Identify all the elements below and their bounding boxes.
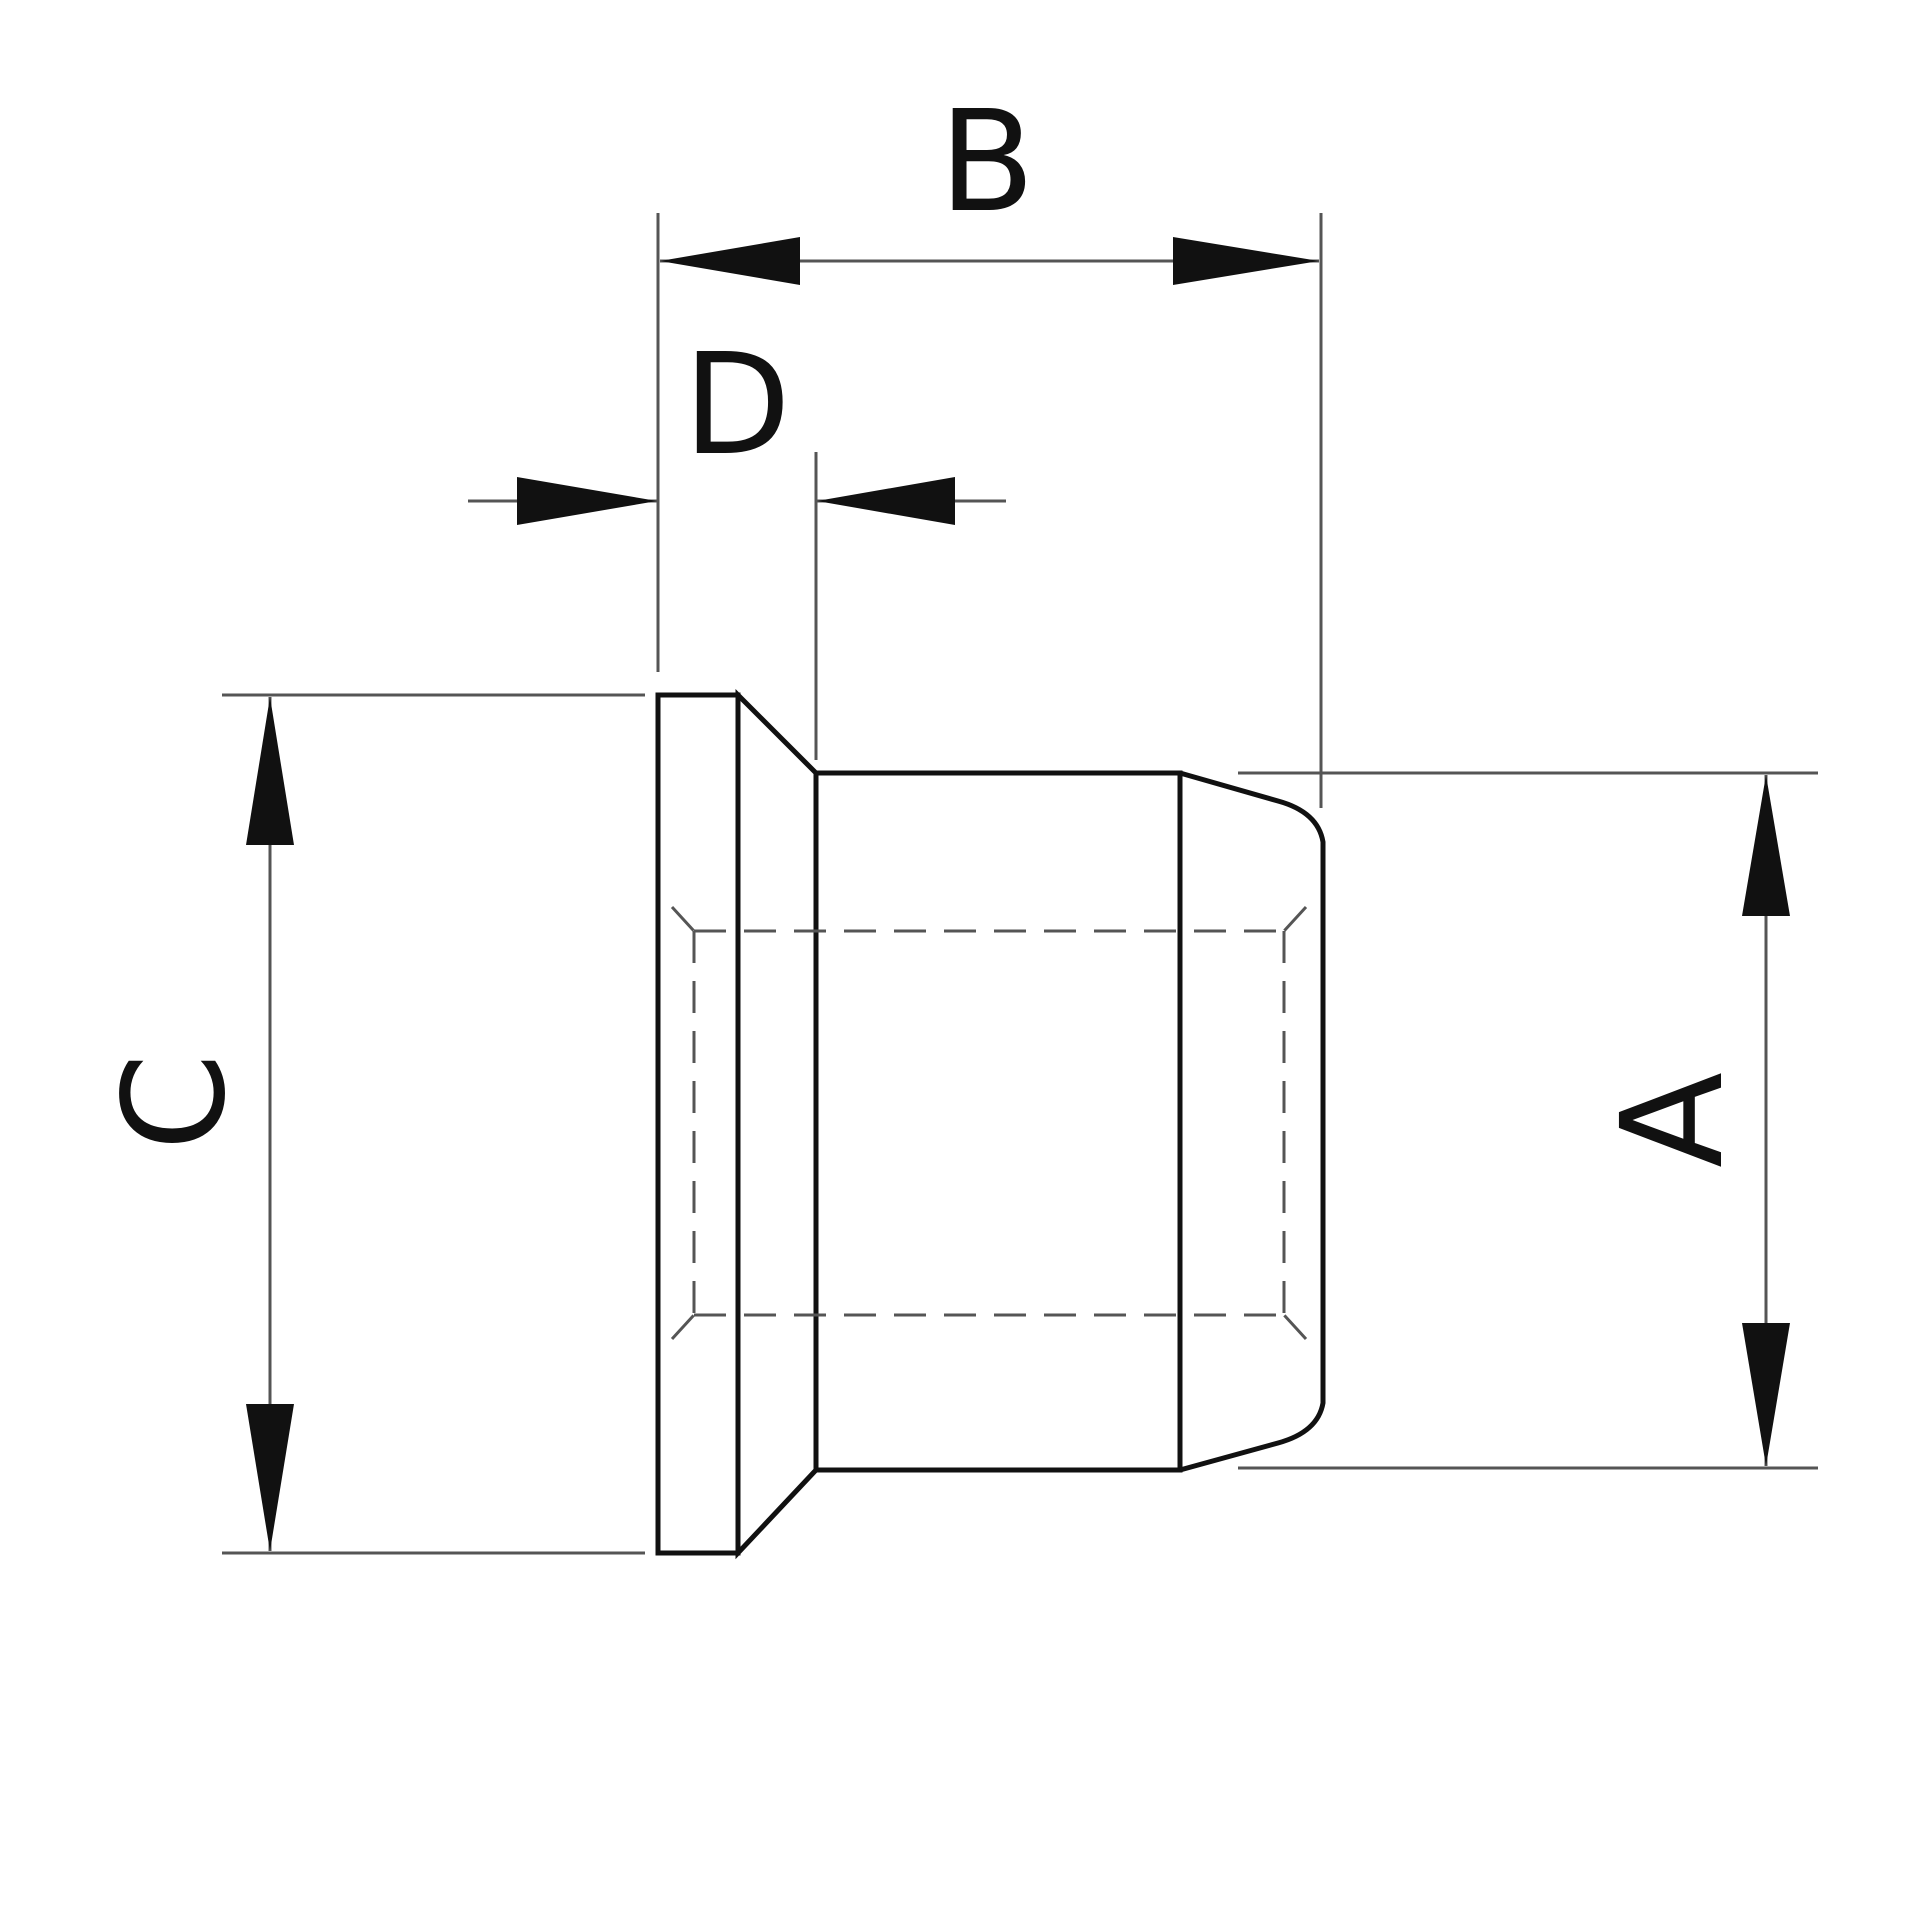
arrow-b-left	[660, 237, 800, 285]
arrow-c-top	[246, 697, 294, 845]
flange	[655, 692, 741, 1556]
bore-chamfer-br	[1282, 1313, 1308, 1341]
arrow-a-top	[1742, 775, 1790, 916]
arrow-d-left	[517, 477, 657, 525]
dimension-lines	[268, 259, 1768, 1551]
bore-chamfer-tl	[670, 905, 696, 933]
chamfer-section	[735, 688, 819, 1560]
label-c: C	[94, 1053, 257, 1151]
bore-chamfer-tr	[1282, 905, 1308, 933]
extension-lines	[222, 213, 1818, 1555]
arrowheads	[246, 237, 1790, 1551]
label-a: A	[1592, 1072, 1755, 1168]
arrow-b-right	[1173, 237, 1319, 285]
bore-chamfer-bl	[670, 1313, 696, 1341]
tip	[1179, 770, 1326, 1473]
hidden-bore	[670, 905, 1308, 1341]
label-d: D	[683, 324, 791, 487]
arrow-a-bottom	[1742, 1323, 1790, 1466]
arrow-c-bottom	[246, 1404, 294, 1551]
label-b: B	[939, 81, 1035, 244]
body	[813, 770, 1183, 1473]
arrow-d-right	[817, 477, 955, 525]
part-outline	[655, 688, 1326, 1560]
